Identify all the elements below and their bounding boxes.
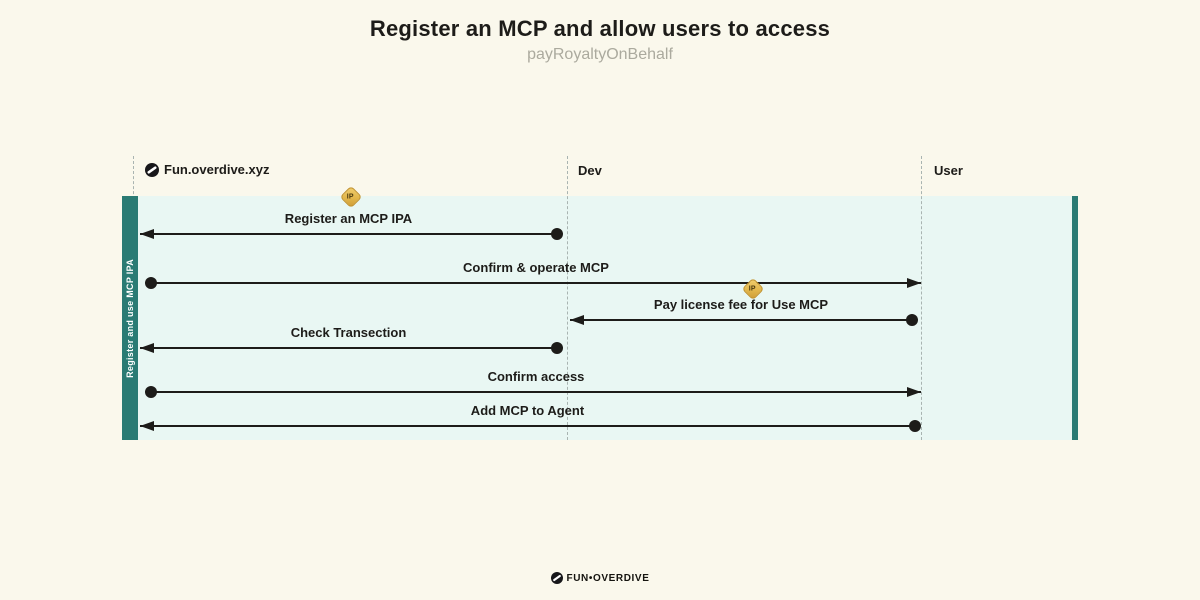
activation-bar-label: Register and use MCP IPA	[125, 258, 135, 378]
fun-overdive-logo-icon	[550, 572, 563, 584]
message-source-dot	[551, 342, 563, 354]
message-arrowhead-icon	[907, 387, 921, 397]
actor-label: User	[934, 163, 963, 178]
ip-badge-label: IP	[749, 285, 757, 293]
message-label: Add MCP to Agent	[470, 403, 585, 418]
message-source-dot	[909, 420, 921, 432]
message-line	[140, 425, 915, 427]
message-source-dot	[551, 228, 563, 240]
message-arrowhead-icon	[140, 343, 154, 353]
message-arrowhead-icon	[140, 229, 154, 239]
lifeline-dev	[567, 156, 568, 440]
actor-label: Fun.overdive.xyz	[164, 162, 270, 177]
fun-overdive-logo-icon	[145, 162, 159, 177]
lifeline-user	[921, 156, 922, 440]
actor-fun-overdive: Fun.overdive.xyz	[145, 162, 269, 177]
message-label: Pay license fee for Use MCP	[653, 297, 829, 312]
ip-badge-label: IP	[347, 193, 355, 201]
activation-bar-right	[1072, 196, 1078, 440]
message-arrowhead-icon	[907, 278, 921, 288]
message-source-dot	[145, 386, 157, 398]
footer-brand: FUN•OVERDIVE	[0, 572, 1200, 584]
actor-label: Dev	[578, 163, 602, 178]
message-label: Check Transection	[290, 325, 407, 340]
message-line	[151, 391, 921, 393]
message-label: Register an MCP IPA	[284, 211, 413, 226]
message-line	[140, 233, 557, 235]
message-line	[151, 282, 921, 284]
actor-dev: Dev	[578, 163, 602, 178]
message-arrowhead-icon	[570, 315, 584, 325]
message-source-dot	[906, 314, 918, 326]
activation-bar: Register and use MCP IPA	[122, 196, 138, 440]
message-line	[140, 347, 557, 349]
page-subtitle: payRoyaltyOnBehalf	[527, 46, 673, 63]
message-line	[570, 319, 912, 321]
message-label: Confirm & operate MCP	[463, 260, 609, 275]
message-arrowhead-icon	[140, 421, 154, 431]
footer-brand-label: FUN•OVERDIVE	[566, 572, 650, 584]
page-title: Register an MCP and allow users to acces…	[369, 16, 831, 41]
message-label: Confirm access	[487, 369, 585, 384]
actor-user: User	[934, 163, 963, 178]
message-source-dot	[145, 277, 157, 289]
